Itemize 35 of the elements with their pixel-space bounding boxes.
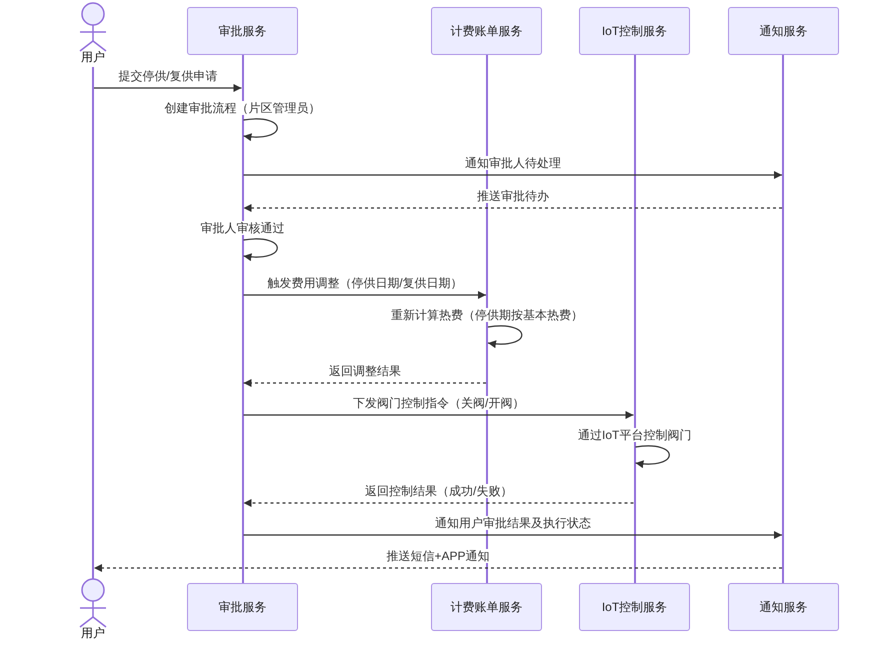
actor-label: 用户	[81, 51, 105, 64]
self-message-arrow	[635, 445, 670, 468]
message-label: 通知用户审批结果及执行状态	[434, 516, 592, 530]
lifeline	[92, 67, 94, 579]
message-arrow	[244, 291, 486, 299]
message-label: 推送短信+APP通知	[386, 549, 491, 563]
participant-box: 审批服务	[187, 7, 298, 55]
self-message-arrow	[488, 325, 522, 348]
message-arrow	[244, 171, 782, 179]
message-label: 返回调整结果	[328, 364, 402, 378]
message-label: 审批人审核通过	[200, 221, 286, 235]
self-message-arrow	[243, 238, 278, 261]
self-message-arrow	[243, 118, 278, 141]
message-arrow	[94, 564, 782, 572]
message-arrow	[244, 411, 634, 419]
actor-label: 用户	[81, 627, 105, 640]
participant-box: IoT控制服务	[579, 583, 690, 631]
participant-box: 通知服务	[728, 7, 839, 55]
message-label: 提交停供/复供申请	[117, 69, 219, 83]
lifeline	[782, 55, 784, 583]
message-label: 推送审批待办	[476, 189, 550, 203]
message-arrow	[244, 531, 782, 539]
message-arrow	[244, 204, 782, 212]
message-label: 通知审批人待处理	[464, 156, 562, 170]
message-arrow	[244, 379, 486, 387]
participant-box: 通知服务	[728, 583, 839, 631]
lifeline	[634, 55, 636, 583]
message-arrow	[244, 499, 634, 507]
participant-box: 计费账单服务	[431, 583, 542, 631]
participant-box: 审批服务	[187, 583, 298, 631]
participant-box: 计费账单服务	[431, 7, 542, 55]
message-arrow	[94, 84, 242, 92]
participant-box: IoT控制服务	[579, 7, 690, 55]
lifeline	[242, 55, 244, 583]
message-label: 通过IoT平台控制阀门	[577, 428, 692, 442]
